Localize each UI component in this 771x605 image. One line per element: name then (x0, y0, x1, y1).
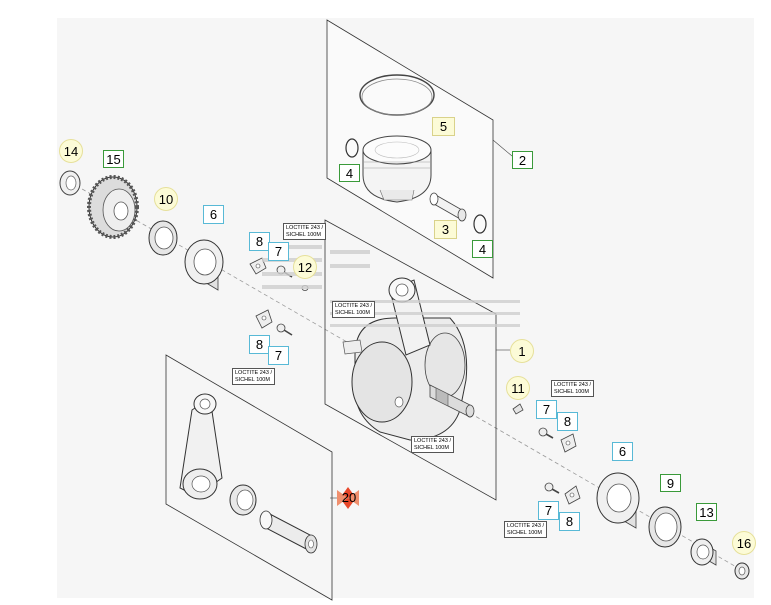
callout-8-lower-left[interactable]: 8 (249, 335, 270, 354)
callout-20[interactable]: 20 (341, 489, 357, 505)
loctite-note-crank: LOCTITE 243 / SICHEL 100M (411, 436, 454, 453)
callout-16[interactable]: 16 (732, 531, 756, 555)
callout-15[interactable]: 15 (103, 150, 124, 168)
callout-14[interactable]: 14 (59, 139, 83, 163)
circlip-upper (345, 138, 359, 158)
lock-plate-lower-left (255, 309, 273, 329)
callout-7-upper-left[interactable]: 7 (268, 242, 289, 261)
crankshaft (342, 277, 475, 441)
callout-6-right[interactable]: 6 (612, 442, 633, 461)
crank-pin (259, 510, 318, 554)
callout-11[interactable]: 11 (506, 376, 530, 400)
bolt-upper-right (538, 427, 554, 439)
loctite-note-lower-left: LOCTITE 243 / SICHEL 100M (232, 368, 275, 385)
piston-ring (359, 74, 435, 116)
warning-marker-icon (337, 487, 359, 509)
thrust-washer-left (59, 170, 81, 196)
piston-pin (429, 192, 467, 222)
callout-6-left[interactable]: 6 (203, 205, 224, 224)
callout-7-upper-right[interactable]: 7 (536, 400, 557, 419)
callout-3[interactable]: 3 (434, 220, 457, 239)
callout-7-lower-left[interactable]: 7 (268, 346, 289, 365)
bolt-lower-right (544, 482, 560, 494)
shaft-seal (148, 220, 178, 256)
bolt-lower-left (276, 323, 293, 336)
circlip-lower (473, 214, 487, 234)
callout-8-lower-right[interactable]: 8 (559, 512, 580, 531)
lock-plate-lower-right (564, 485, 581, 505)
primary-gear (87, 175, 139, 239)
watermark-dots (262, 245, 520, 327)
crankshaft-group-frame (324, 219, 497, 501)
lock-plate-upper-right (560, 433, 577, 453)
crank-axis-line (69, 181, 746, 573)
callout-8-upper-right[interactable]: 8 (557, 412, 578, 431)
seal-ring-right (648, 506, 682, 548)
callout-10[interactable]: 10 (154, 187, 178, 211)
callout-12[interactable]: 12 (293, 255, 317, 279)
callout-8-upper-left[interactable]: 8 (249, 232, 270, 251)
callout-1[interactable]: 1 (510, 339, 534, 363)
callout-4-lower[interactable]: 4 (472, 240, 493, 258)
spacer-bushing (690, 538, 717, 566)
conrod-bearing (229, 484, 257, 516)
callout-2[interactable]: 2 (512, 151, 533, 169)
loctite-note-center: LOCTITE 243 / SICHEL 100M (332, 301, 375, 318)
woodruff-key (512, 403, 524, 415)
piston (362, 135, 432, 203)
callout-9[interactable]: 9 (660, 474, 681, 492)
loctite-note-upper-left: LOCTITE 243 / SICHEL 100M (283, 223, 326, 240)
main-bearing-left (184, 239, 224, 291)
conrod-kit-frame (165, 354, 333, 601)
callout-4-upper[interactable]: 4 (339, 164, 360, 182)
callout-5[interactable]: 5 (432, 117, 455, 136)
loctite-note-upper-right: LOCTITE 243 / SICHEL 100M (551, 380, 594, 397)
callout-7-lower-right[interactable]: 7 (538, 501, 559, 520)
crank-nut (734, 562, 750, 580)
callout-13[interactable]: 13 (696, 503, 717, 521)
main-bearing-right (596, 472, 640, 529)
loctite-note-lower-right: LOCTITE 243 / SICHEL 100M (504, 521, 547, 538)
connecting-rod (179, 393, 223, 500)
